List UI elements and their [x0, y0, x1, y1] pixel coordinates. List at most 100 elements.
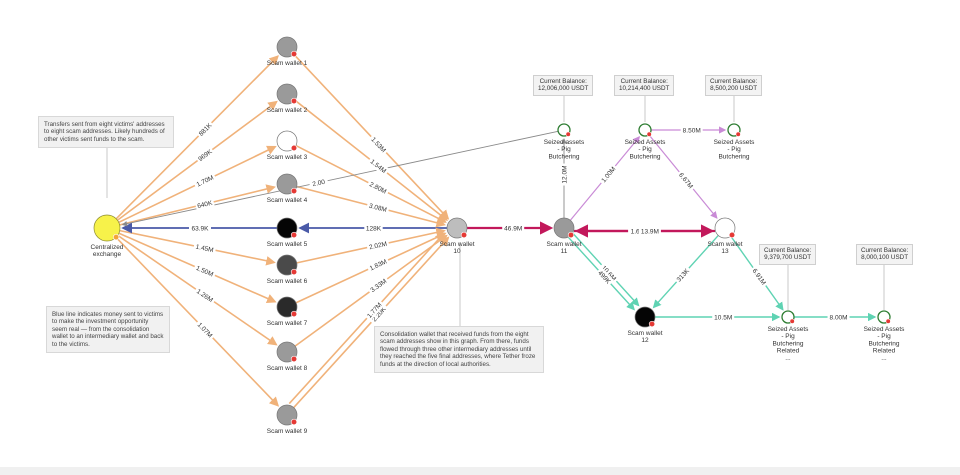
- node-label: 13: [721, 248, 729, 255]
- edge-ex-to-w1[interactable]: [115, 55, 279, 220]
- node-label: ...: [881, 355, 887, 362]
- edge-label: 1.53M: [367, 133, 390, 156]
- node-w9[interactable]: Scam wallet 9: [267, 404, 308, 435]
- edge-amount: 12.0M: [561, 166, 568, 184]
- edge-ex-to-w2[interactable]: [116, 100, 278, 221]
- alert-badge-icon: [290, 187, 298, 195]
- edge-amount: 46.9M: [504, 225, 522, 232]
- node-label: Butchering: [548, 153, 579, 160]
- node-w8[interactable]: Scam wallet 8: [267, 341, 308, 372]
- node-w3[interactable]: Scam wallet 3: [267, 130, 308, 161]
- node-label: Seized Assets: [625, 139, 667, 146]
- edge-label: 46.9M: [502, 223, 525, 233]
- node-label: Scam wallet 6: [267, 278, 308, 285]
- balance-title: Current Balance:: [764, 247, 812, 254]
- edge-amount: 640K: [197, 200, 214, 211]
- edge-amount: 128K: [366, 225, 382, 232]
- alert-badge-icon: [646, 131, 652, 137]
- edge-amount: 1.50M: [195, 265, 214, 279]
- node-label: Scam wallet: [707, 241, 742, 248]
- node-w2[interactable]: Scam wallet 2: [267, 83, 308, 114]
- alert-badge-icon: [290, 144, 298, 152]
- node-s4[interactable]: Seized Assets- PigButcheringRelated...: [768, 310, 810, 362]
- note-victim-transfers: Transfers sent from eight victims' addre…: [38, 116, 174, 149]
- balance-value: 10,214,400 USDT: [619, 85, 670, 93]
- node-w4[interactable]: Scam wallet 4: [267, 173, 308, 204]
- balance-value: 12,006,000 USDT: [538, 85, 589, 93]
- edge-w9-to-w10[interactable]: [288, 232, 445, 405]
- alert-badge-icon: [290, 50, 298, 58]
- annotation-connectors: [106, 96, 885, 326]
- node-label: Scam wallet 9: [267, 428, 308, 435]
- edge-label: 13.9M: [638, 226, 661, 236]
- edge-label: 8.50M: [680, 125, 703, 135]
- edge-label: 969K: [194, 145, 216, 165]
- edge-label: 8.00M: [827, 312, 850, 322]
- node-label: Scam wallet 4: [267, 197, 308, 204]
- node-label: Centralized: [91, 244, 124, 251]
- edge-label: 640K: [194, 197, 215, 211]
- node-label: ...: [785, 355, 791, 362]
- balance-value: 8,500,200 USDT: [710, 85, 758, 93]
- edge-amount: 10.5M: [714, 314, 732, 321]
- node-w1[interactable]: Scam wallet 1: [267, 36, 308, 67]
- edge-amount: 1.07M: [196, 322, 214, 340]
- edge-amount: 1.83M: [369, 258, 388, 272]
- node-label: Seized Assets: [864, 326, 906, 333]
- node-label: Butchering: [868, 340, 899, 347]
- balance-value: 8,000,100 USDT: [861, 254, 909, 262]
- node-label: 11: [561, 248, 568, 255]
- node-label: - Pig: [877, 333, 891, 340]
- edge-label: 12.0M: [559, 163, 569, 186]
- node-label: Butchering: [772, 340, 803, 347]
- edge-label: 1.70M: [192, 171, 217, 190]
- edge-w9-to-w10[interactable]: [293, 236, 450, 409]
- edge-ex-to-w9[interactable]: [115, 236, 280, 407]
- edge-label: 6.67M: [675, 169, 697, 192]
- edge-amount: 2.00: [312, 179, 326, 189]
- node-s5[interactable]: Seized Assets- PigButcheringRelated...: [864, 310, 906, 362]
- node-label: 12: [641, 337, 649, 344]
- edge-label: 1.54M: [366, 155, 390, 177]
- edge-amount: 2.02M: [369, 241, 388, 252]
- edge-label: 2.02M: [366, 238, 390, 252]
- balance-box-seized-5: Current Balance: 8,000,100 USDT: [856, 244, 914, 265]
- node-label: Scam wallet 5: [267, 241, 308, 248]
- node-label: Scam wallet 1: [267, 60, 308, 67]
- node-label: Related: [873, 348, 896, 355]
- node-label: Scam wallet: [546, 241, 581, 248]
- node-label: - Pig: [557, 146, 571, 153]
- alert-badge-icon: [290, 310, 298, 318]
- edge-s1-to-ex[interactable]: [121, 130, 559, 227]
- node-label: Scam wallet 3: [267, 154, 308, 161]
- node-w5[interactable]: Scam wallet 5: [267, 217, 308, 248]
- edge-label: 6.91M: [749, 265, 770, 289]
- node-w7[interactable]: Scam wallet 7: [267, 296, 308, 327]
- exchange-node-circle[interactable]: [93, 214, 121, 242]
- edge-label: 1.45M: [193, 241, 217, 255]
- bottom-scrollbar-area: [0, 467, 960, 475]
- balance-box-seized-2: Current Balance: 10,214,400 USDT: [614, 75, 675, 96]
- node-label: Butchering: [718, 153, 749, 160]
- balance-title: Current Balance:: [620, 78, 668, 85]
- balance-title: Current Balance:: [861, 247, 909, 254]
- edge-label: 2.00: [308, 176, 329, 189]
- alert-badge-icon: [112, 234, 120, 241]
- node-w6[interactable]: Scam wallet 6: [267, 254, 308, 285]
- alert-badge-icon: [789, 318, 795, 324]
- edge-w1-to-w10[interactable]: [293, 53, 450, 220]
- node-label: 10: [453, 248, 461, 255]
- balance-title: Current Balance:: [539, 78, 587, 85]
- edge-label: 128K: [364, 223, 383, 233]
- edge-label: 1.50M: [192, 262, 217, 280]
- edge-amount: 8.50M: [683, 127, 701, 134]
